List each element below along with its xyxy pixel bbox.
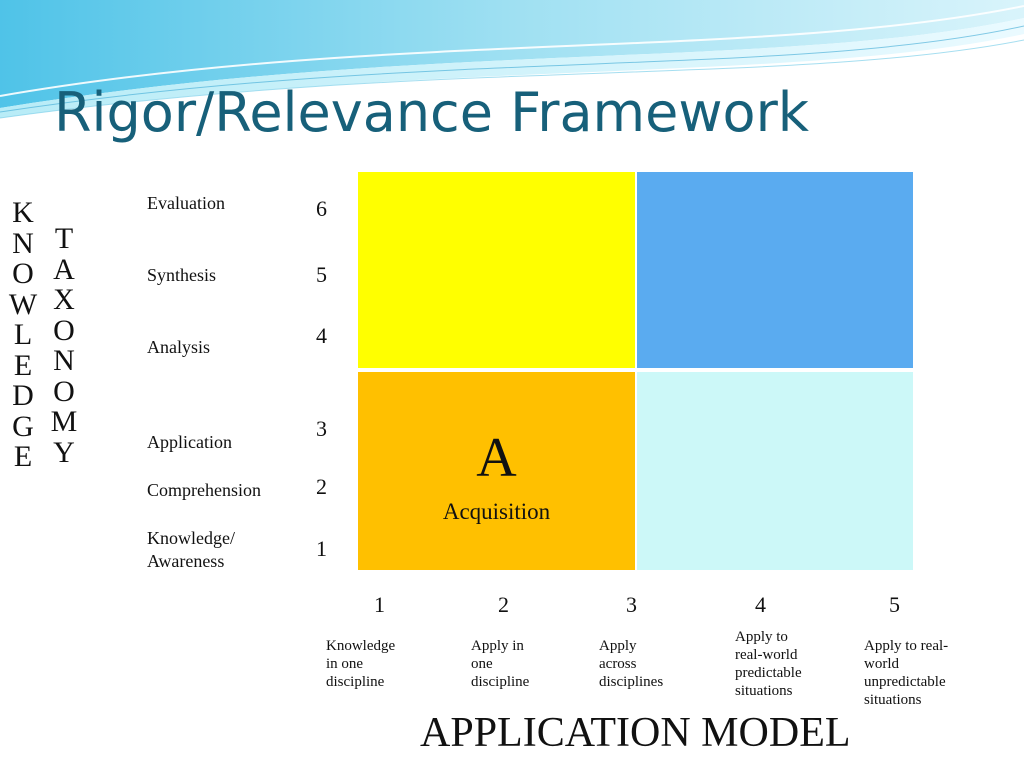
taxonomy-vertical-label: T A X O N O M Y <box>49 222 79 469</box>
knowledge-letter: L <box>13 318 33 351</box>
level-name-analysis: Analysis <box>147 337 210 357</box>
application-number-2: 2 <box>498 592 509 617</box>
application-desc-2: Apply in one discipline <box>471 638 530 690</box>
application-desc-4: Apply to real-world predictable situatio… <box>735 629 802 699</box>
level-name-synthesis: Synthesis <box>147 265 217 285</box>
taxonomy-letter: Y <box>53 435 75 469</box>
taxonomy-letter: N <box>53 344 75 377</box>
level-number-6: 6 <box>316 196 327 221</box>
knowledge-letter: W <box>8 287 38 321</box>
taxonomy-letter: O <box>53 313 75 347</box>
application-model-title: APPLICATION MODEL <box>420 710 851 756</box>
application-desc-1: Knowledge in one discipline <box>326 638 396 690</box>
knowledge-letter: E <box>13 440 33 473</box>
knowledge-letter: G <box>12 409 34 443</box>
quadrant-a: A Acquisition <box>358 372 635 570</box>
knowledge-letter: D <box>12 379 34 412</box>
knowledge-letter: O <box>12 257 34 290</box>
application-number-1: 1 <box>374 592 385 617</box>
quadrant-c <box>637 172 913 368</box>
taxonomy-letter: A <box>53 252 75 286</box>
level-number-1: 1 <box>316 536 327 561</box>
application-desc-3: Apply across disciplines <box>599 638 664 690</box>
level-number-2: 2 <box>316 474 327 499</box>
application-number-3: 3 <box>626 592 637 617</box>
taxonomy-letter: O <box>53 374 75 408</box>
quadrant-b <box>358 172 635 368</box>
taxonomy-letter: T <box>54 222 74 255</box>
level-number-5: 5 <box>316 262 327 287</box>
level-name-knowledge-awareness: Knowledge/ Awareness <box>147 528 235 571</box>
level-name-evaluation: Evaluation <box>147 193 225 213</box>
page-title: Rigor/Relevance Framework <box>54 81 810 144</box>
application-number-5: 5 <box>889 592 900 617</box>
knowledge-vertical-label: K N O W L E D G E <box>8 196 38 473</box>
knowledge-letter: E <box>13 348 33 382</box>
application-number-4: 4 <box>755 592 766 617</box>
level-number-4: 4 <box>316 323 327 348</box>
level-name-comprehension: Comprehension <box>147 480 261 500</box>
quadrant-a-letter: A <box>476 427 517 489</box>
knowledge-letter: N <box>12 226 34 260</box>
taxonomy-letter: X <box>53 283 75 316</box>
taxonomy-letter: M <box>50 405 78 438</box>
quadrant-a-name: Acquisition <box>442 499 551 524</box>
header-wave-banner <box>0 0 1024 119</box>
level-number-3: 3 <box>316 416 327 441</box>
level-name-application: Application <box>147 432 232 452</box>
knowledge-letter: K <box>12 196 34 229</box>
application-desc-5: Apply to real- world unpredictable situa… <box>864 638 949 708</box>
quadrant-d <box>637 372 913 570</box>
